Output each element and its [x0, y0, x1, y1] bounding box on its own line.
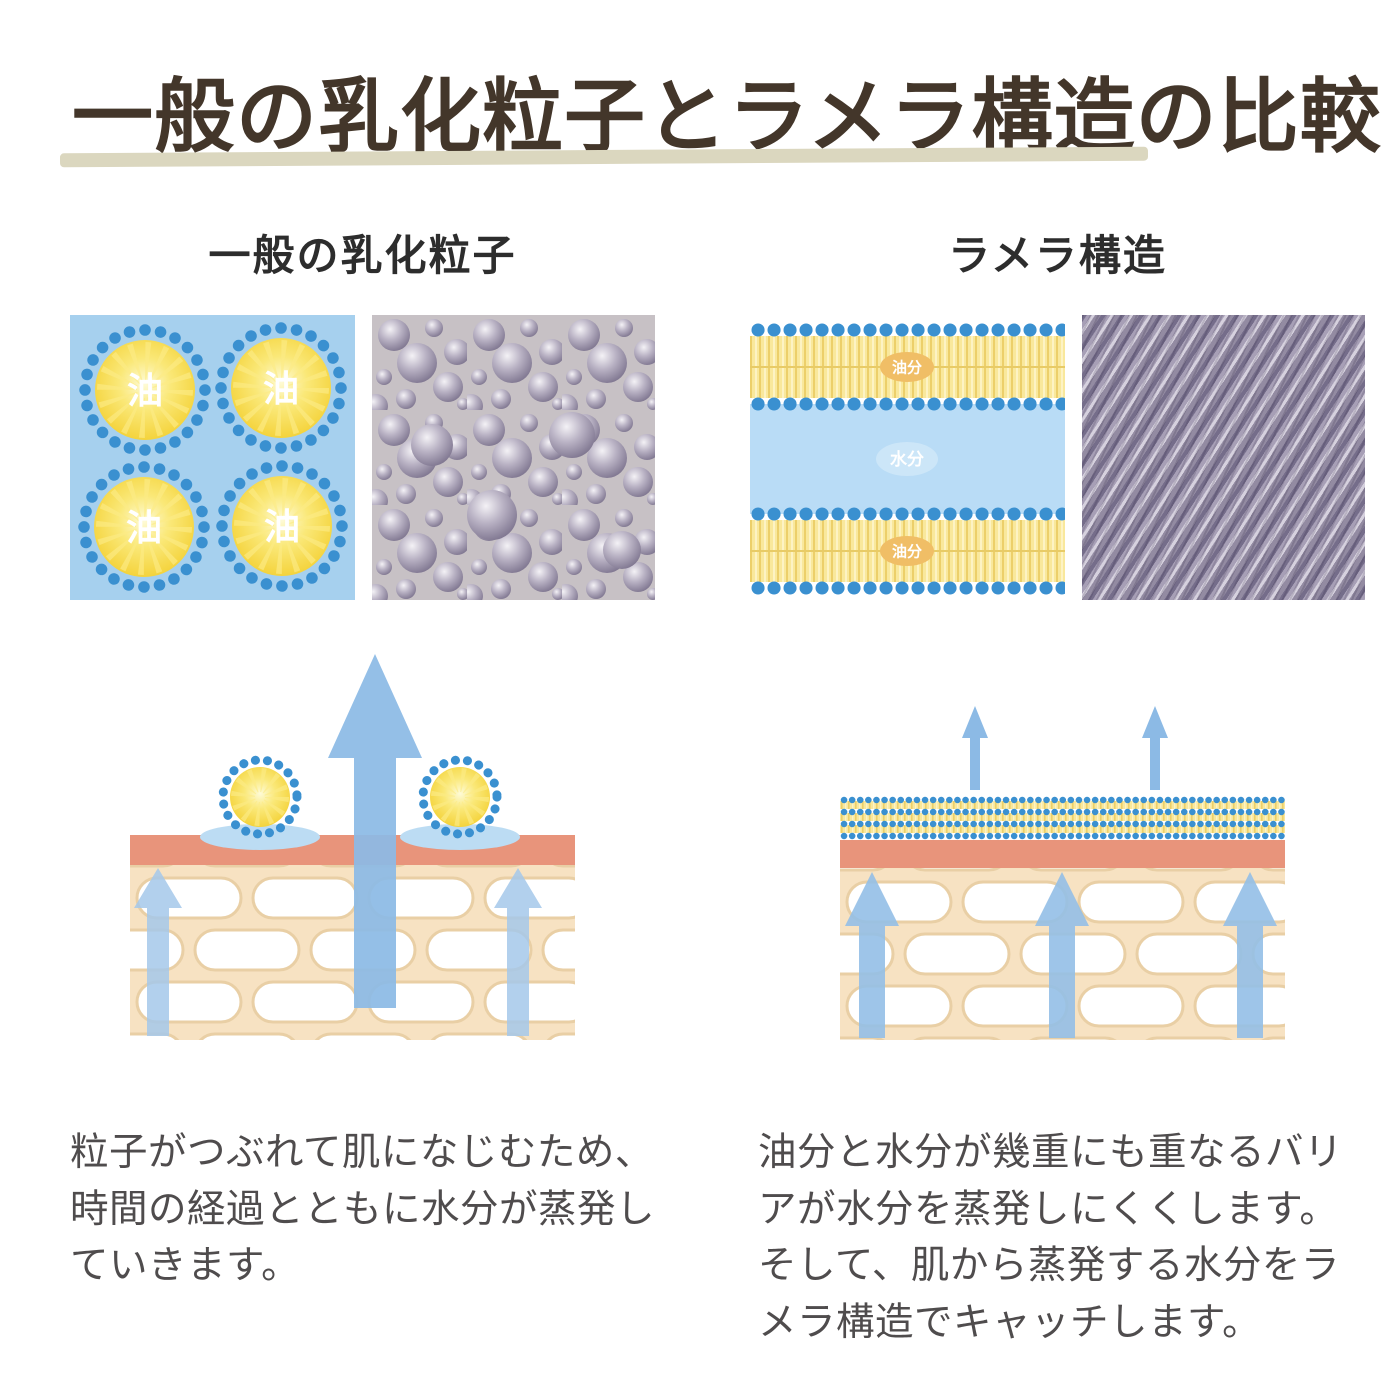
oil-label: 油	[263, 368, 299, 409]
skin-surface	[840, 840, 1285, 868]
moisture-arrow-icon	[494, 868, 542, 1036]
oil-label: 油	[126, 507, 162, 548]
page-title: 一般の乳化粒子とラメラ構造の比較	[72, 73, 1382, 163]
emulsion-diagram: 油 油 油 油	[70, 315, 355, 600]
moisture-arrow-icon	[134, 868, 182, 1036]
right-caption: 油分と水分が幾重にも重なるバリアが水分を蒸発しにくくします。そして、肌から蒸発す…	[758, 1131, 1344, 1344]
moisture-arrow-icon	[845, 872, 899, 1038]
oil-label: 油	[264, 506, 300, 547]
lamellar-micrograph	[1082, 315, 1365, 600]
water-layer-label: 水分	[890, 449, 924, 469]
oil-layer-badge	[880, 352, 934, 382]
small-evaporation-arrow-icon	[962, 706, 988, 790]
large-evaporation-arrow-icon	[328, 654, 422, 1008]
left-caption: 粒子がつぶれて肌になじむため、時間の経過とともに水分が蒸発していきます。	[70, 1131, 656, 1288]
emulsion-micrograph	[372, 315, 655, 600]
skin-diagram-left	[110, 640, 600, 1050]
small-evaporation-arrow-icon	[1142, 706, 1168, 790]
skin-diagram-right	[820, 690, 1310, 1050]
moisture-arrow-icon	[1035, 872, 1089, 1038]
moisture-arrow-icon	[1223, 872, 1277, 1038]
oil-layer-label: 油分	[892, 543, 922, 561]
lamellar-film	[840, 796, 1286, 840]
right-column-heading: ラメラ構造	[948, 232, 1167, 279]
oil-layer-label: 油分	[892, 359, 922, 377]
water-layer-badge	[876, 442, 938, 476]
emulsion-particle-on-skin	[418, 755, 502, 839]
left-column-heading: 一般の乳化粒子	[208, 232, 517, 279]
lamellar-diagram: 油分 水分 油分	[750, 318, 1065, 600]
oil-label: 油	[127, 370, 163, 411]
emulsion-particle-on-skin	[218, 755, 302, 839]
oil-layer-badge	[880, 536, 934, 566]
skin-tissue	[130, 865, 575, 1040]
